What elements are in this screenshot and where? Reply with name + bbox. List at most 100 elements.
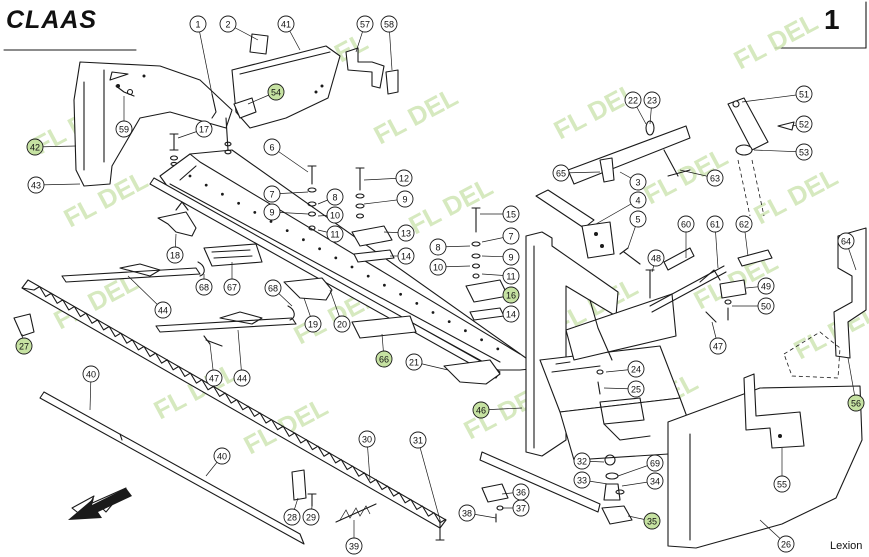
watermark-text: FL DEL [549, 76, 643, 145]
callout-number: 51 [799, 90, 809, 100]
callout-47: 47 [205, 369, 223, 387]
callout-number: 37 [516, 504, 526, 514]
callout-17: 17 [195, 120, 213, 138]
right-panel [783, 227, 867, 379]
callout-number: 41 [281, 20, 291, 30]
callout-48: 48 [647, 249, 665, 267]
brand-logo: CLAAS [6, 6, 98, 34]
knife-back [39, 391, 305, 545]
beam-hole [480, 338, 483, 342]
leader-line-31 [417, 439, 441, 521]
callout-number: 54 [271, 88, 281, 98]
callout-number: 20 [337, 320, 347, 330]
beam-hole [431, 311, 435, 314]
callout-18: 18 [166, 246, 184, 264]
callout-10: 10 [326, 206, 344, 224]
callout-4: 4 [629, 191, 647, 209]
callout-number: 14 [401, 252, 411, 262]
callout-number: 43 [31, 181, 41, 191]
callout-8: 8 [326, 188, 344, 206]
callout-number: 64 [841, 237, 851, 247]
header-rules [3, 1, 867, 51]
callout-number: 9 [508, 253, 513, 263]
beam-hole [269, 220, 273, 223]
callout-number: 11 [330, 230, 339, 240]
callout-number: 28 [287, 513, 297, 523]
callout-3: 3 [629, 173, 647, 191]
watermark-text: FL DEL [729, 6, 823, 75]
callout-28: 28 [283, 508, 301, 526]
callout-number: 38 [462, 509, 472, 519]
link-arm [535, 120, 691, 265]
callout-35: 35 [643, 512, 661, 530]
callout-number: 60 [681, 220, 691, 230]
callout-20: 20 [333, 315, 351, 333]
callout-number: 49 [761, 282, 771, 292]
callout-63: 63 [706, 169, 724, 187]
callout-number: 39 [349, 542, 359, 552]
callout-65: 65 [552, 164, 570, 182]
hydraulic-mount [727, 97, 795, 217]
callout-number: 53 [799, 148, 809, 158]
callout-9: 9 [396, 190, 414, 208]
callout-22: 22 [624, 91, 642, 109]
callout-26: 26 [777, 535, 795, 553]
callout-number: 8 [332, 193, 337, 203]
callout-number: 36 [516, 488, 526, 498]
callout-56: 56 [847, 394, 865, 412]
watermark-text: FL DEL [749, 161, 843, 230]
callout-8: 8 [429, 238, 447, 256]
callout-number: 25 [631, 385, 641, 395]
callout-number: 10 [433, 263, 443, 273]
callout-number: 12 [399, 174, 409, 184]
callout-number: 21 [409, 358, 419, 368]
callout-number: 11 [506, 272, 515, 282]
callout-number: 27 [19, 342, 29, 352]
callout-68: 68 [195, 278, 213, 296]
callout-54: 54 [267, 83, 285, 101]
beam-hole [366, 274, 370, 278]
callout-53: 53 [795, 143, 813, 161]
small-parts-left [13, 201, 509, 385]
callout-32: 32 [573, 452, 591, 470]
callout-42: 42 [26, 138, 44, 156]
beam-hole [237, 201, 241, 205]
callout-number: 7 [508, 232, 513, 242]
callout-number: 69 [650, 459, 660, 469]
beam-hole [464, 329, 467, 333]
callout-number: 47 [713, 342, 723, 352]
beam-hole [334, 256, 338, 260]
callout-16: 16 [502, 286, 520, 304]
bolts-washers [211, 93, 481, 279]
callout-39: 39 [345, 537, 363, 555]
callout-number: 22 [628, 96, 638, 106]
beam-hole [221, 192, 224, 196]
callout-36: 36 [512, 483, 530, 501]
callout-number: 17 [199, 125, 209, 135]
callout-number: 35 [647, 517, 657, 527]
bottom-hardware [291, 469, 509, 541]
callout-5: 5 [629, 210, 647, 228]
callout-number: 1 [195, 20, 200, 30]
callout-38: 38 [458, 504, 476, 522]
callout-34: 34 [646, 472, 664, 490]
callout-number: 5 [635, 215, 640, 225]
callout-13: 13 [397, 224, 415, 242]
callout-number: 34 [650, 477, 660, 487]
callout-21: 21 [405, 353, 423, 371]
beam-hole [188, 174, 192, 178]
callout-number: 50 [761, 302, 771, 312]
callout-15: 15 [502, 205, 520, 223]
callout-27: 27 [15, 337, 33, 355]
beam-hole [447, 320, 451, 323]
callout-43: 43 [27, 176, 45, 194]
callout-31: 31 [409, 431, 427, 449]
callout-14: 14 [502, 305, 520, 323]
beam-hole [285, 229, 289, 233]
callout-7: 7 [263, 185, 281, 203]
callout-number: 47 [209, 374, 219, 384]
callout-57: 57 [356, 15, 374, 33]
callout-67: 67 [223, 278, 241, 296]
